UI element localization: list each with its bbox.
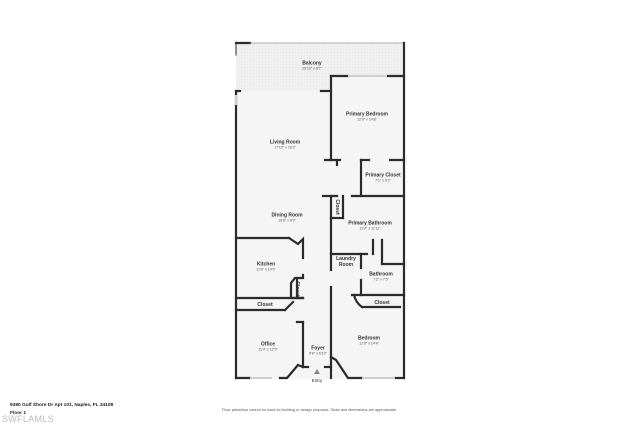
room-dining-room: Dining Room 16'8" x 8'9" — [271, 213, 302, 224]
room-kitchen: Kitchen 11'8" x 10'9" — [256, 262, 275, 273]
room-dim: 7'2" x 7'5" — [373, 277, 389, 282]
room-dim: 16'8" x 8'9" — [278, 218, 296, 223]
room-name: Kitchen — [256, 261, 276, 268]
room-dim: 12'8" x 14'4" — [359, 341, 379, 346]
entry-label: Entry — [311, 378, 323, 383]
room-foyer: Foyer 6'8" x 6'10" — [309, 346, 327, 357]
room-bathroom: Bathroom 7'2" x 7'5" — [369, 272, 393, 283]
room-laundry: Laundry Room — [335, 256, 357, 268]
room-dim: 7'1" x 6'3" — [375, 178, 391, 183]
room-dim: 11'8" x 10'9" — [256, 267, 276, 272]
room-name: Primary Bathroom — [348, 220, 392, 227]
entry-arrow-icon — [314, 369, 320, 374]
room-hall-closet: Closet — [334, 199, 340, 214]
room-dim: 6'8" x 6'10" — [309, 351, 327, 356]
room-name: Dining Room — [271, 212, 303, 219]
room-bedroom: Bedroom 12'8" x 14'4" — [358, 336, 380, 347]
room-name: Bathroom — [369, 271, 393, 278]
room-bedroom-closet: Closet — [374, 300, 389, 306]
room-name: Primary Bedroom — [346, 111, 388, 118]
floor-label: Floor 1 — [10, 411, 26, 416]
room-dim: 17'10" x 18'3" — [274, 145, 296, 150]
room-kitchen-closet: Closet — [294, 281, 300, 296]
disclaimer: Floor plans/tour cannot be used for buil… — [222, 408, 397, 412]
room-living-room: Living Room 17'10" x 18'3" — [270, 140, 300, 151]
room-name: Foyer — [311, 345, 325, 352]
room-dim: 12'8" x 11'11" — [359, 226, 381, 231]
room-office: Office 11'4" x 12'5" — [258, 342, 277, 353]
room-balcony: Balcony 29'10" x 8'7" — [302, 61, 322, 72]
interior-floor — [236, 91, 404, 379]
room-primary-closet: Primary Closet 7'1" x 6'3" — [365, 173, 400, 184]
room-name: Bedroom — [358, 335, 380, 342]
room-office-closet: Closet — [257, 302, 272, 308]
room-primary-bathroom: Primary Bathroom 12'8" x 11'11" — [348, 221, 392, 232]
listing-address: 9380 Gulf Shore Dr Apt 101, Naples, FL 3… — [10, 403, 114, 408]
room-dim: 11'4" x 12'5" — [258, 347, 278, 352]
room-name: Balcony — [302, 60, 322, 67]
room-name: Laundry Room — [336, 256, 356, 268]
room-name: Closet — [374, 300, 390, 306]
room-name: Closet — [294, 281, 300, 297]
watermark: SWFLAMLS — [2, 414, 54, 424]
room-primary-bedroom: Primary Bedroom 12'9" x 14'8" — [346, 112, 388, 123]
room-name: Closet — [257, 302, 273, 308]
room-name: Office — [260, 341, 276, 348]
room-name: Living Room — [269, 139, 301, 146]
room-name: Closet — [334, 199, 340, 215]
room-dim: 29'10" x 8'7" — [302, 66, 322, 71]
room-name: Primary Closet — [365, 172, 401, 179]
room-dim: 12'9" x 14'8" — [357, 117, 377, 122]
